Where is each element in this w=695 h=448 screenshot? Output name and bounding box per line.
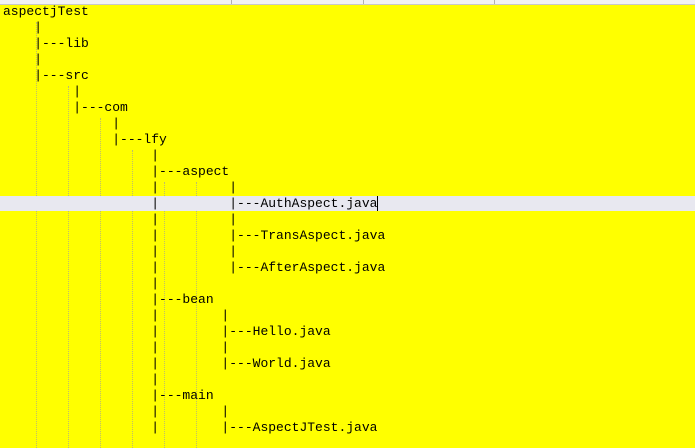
tab-divider [494,0,495,4]
code-line[interactable]: | [3,52,43,67]
code-line[interactable]: | [3,84,82,99]
code-line[interactable]: | | [3,244,238,259]
code-line[interactable]: | | [3,212,238,227]
code-line[interactable]: | | [3,308,230,323]
code-line[interactable]: | |---AspectJTest.java [3,420,378,435]
current-line-highlight [0,196,695,211]
code-line[interactable]: | | [3,404,230,419]
code-line[interactable]: | |---Hello.java [3,324,331,339]
indent-guide [132,150,133,448]
code-line[interactable]: |---lib [3,36,89,51]
code-line[interactable]: | |---AuthAspect.java [3,196,378,211]
code-line[interactable]: |---aspect [3,164,230,179]
indent-guide [68,86,69,448]
code-line[interactable]: aspectjTest [3,4,89,19]
indent-guide [100,118,101,448]
code-line[interactable]: |---src [3,68,89,83]
tab-divider [231,0,232,4]
code-line[interactable]: | |---World.java [3,356,331,371]
indent-guide [196,182,197,448]
code-line[interactable]: | | [3,180,238,195]
text-caret [377,196,379,211]
code-line[interactable]: | |---TransAspect.java [3,228,386,243]
code-line[interactable]: |---com [3,100,128,115]
code-line[interactable]: | [3,20,43,35]
code-line[interactable]: |---lfy [3,132,167,147]
code-line[interactable]: | [3,372,160,387]
tab-strip [0,0,695,5]
code-line[interactable]: | [3,116,121,131]
code-line[interactable]: |---bean [3,292,214,307]
tab-divider [363,0,364,4]
code-line[interactable]: |---main [3,388,214,403]
indent-guide [36,22,37,448]
code-line[interactable]: | [3,148,160,163]
indent-guide [164,182,165,448]
code-line[interactable]: | |---AfterAspect.java [3,260,386,275]
code-line[interactable]: | [3,276,160,291]
code-line[interactable]: | | [3,340,230,355]
